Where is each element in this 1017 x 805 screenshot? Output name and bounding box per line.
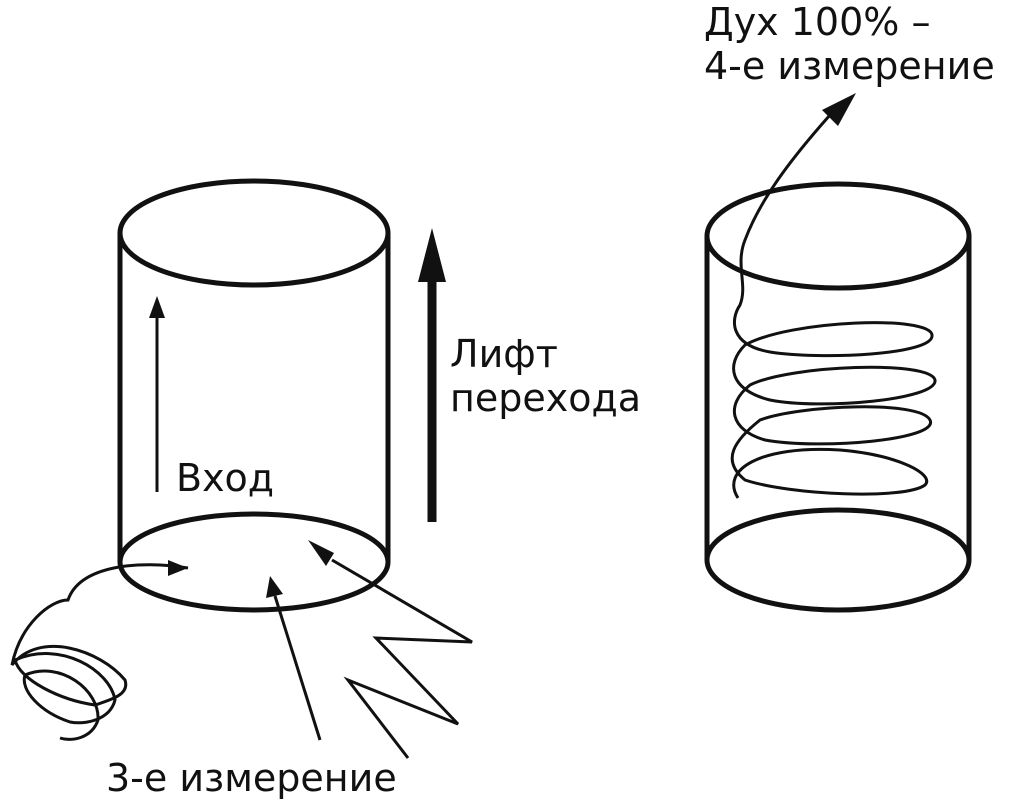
entry-label: Вход [176,456,275,500]
spirit-label-line2: 4-е измерение [704,44,995,88]
left-cylinder-top [117,178,391,288]
entry-arrow [149,296,165,492]
right-cylinder [704,181,972,613]
left-cylinder [117,178,391,613]
left-cylinder-bottom [117,511,391,613]
lift-arrow [418,228,446,522]
spirit-label-line1: Дух 100% – [704,0,931,44]
coil-arrowhead [168,560,188,576]
third-dimension-label: 3-е измерение [106,756,397,800]
spiral-arrowhead [822,93,856,126]
spirit-spiral [730,114,937,499]
coil-spring-left [10,563,189,741]
lift-label-line2: перехода [450,376,642,420]
right-cylinder-bottom [704,507,972,613]
lightning-zigzag [331,558,473,759]
lift-label: Лифт перехода [450,332,641,420]
spirit-label: Дух 100% – 4-е измерение [704,0,995,88]
lightning-arrowhead [308,540,334,566]
third-dimension-arrow [266,576,322,741]
lift-label-line1: Лифт [450,332,558,376]
